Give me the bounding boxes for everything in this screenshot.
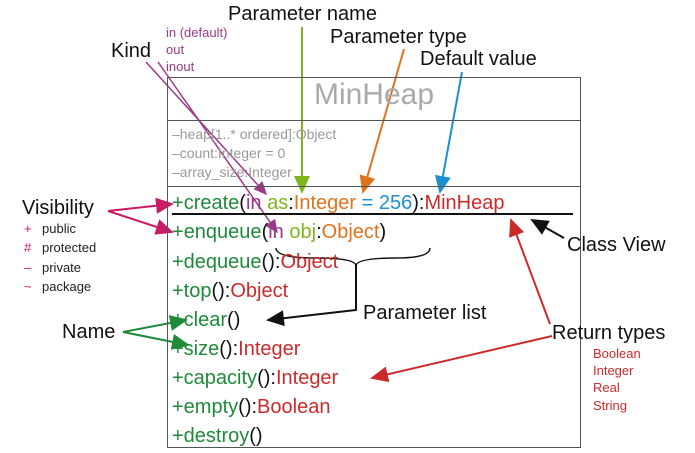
operation-top: +top():Object — [172, 279, 288, 303]
operation-empty: +empty():Boolean — [172, 395, 330, 419]
operation-name: +empty — [172, 396, 239, 418]
label-parameter-name: Parameter name — [228, 3, 377, 25]
visibility-symbol: # — [24, 240, 32, 255]
operation-parens: (): — [219, 338, 239, 360]
visibility-protected: # protected — [24, 240, 96, 255]
return-type-real: Real — [593, 380, 620, 395]
operation-size: +size():Integer — [172, 337, 300, 361]
class-view-arrow — [530, 219, 565, 239]
create-name: create — [183, 192, 240, 214]
operation-return: Boolean — [257, 396, 331, 418]
operation-return: Integer — [238, 338, 301, 360]
operation-name: +size — [172, 338, 220, 360]
operation-parens: () — [249, 425, 263, 447]
create-default: 256 — [378, 192, 413, 214]
parameter-list-arrow — [266, 264, 357, 327]
operation-return: Object — [280, 251, 339, 273]
operation-parens: () — [227, 309, 241, 331]
label-default-value: Default value — [420, 48, 537, 70]
label-visibility: Visibility — [22, 197, 94, 219]
return-type-arrow-1 — [509, 218, 551, 325]
label-parameter-list: Parameter list — [363, 302, 487, 324]
operation-parens: (): — [238, 396, 258, 418]
kind-arrow-2 — [157, 61, 278, 234]
kind-option-out: out — [166, 42, 185, 57]
enqueue-close: ) — [379, 221, 387, 243]
return-type-string: String — [593, 398, 627, 413]
enqueue-visibility: + — [172, 221, 184, 243]
operation-create: +create(in as:Integer = 256):MinHeap — [172, 191, 504, 215]
enqueue-kind: in — [268, 221, 284, 243]
create-kind: in — [245, 192, 262, 214]
visibility-private: –private — [24, 260, 81, 275]
create-visibility: + — [172, 192, 184, 214]
create-colon: : — [288, 192, 294, 214]
operation-name: +destroy — [172, 425, 250, 447]
enqueue-param-type: Object — [321, 221, 380, 243]
create-param-type: Integer — [293, 192, 357, 214]
create-open: ( — [239, 192, 246, 214]
visibility-arrow-2 — [107, 210, 174, 235]
operation-dequeue: +dequeue():Object — [172, 250, 338, 274]
visibility-label: package — [42, 279, 92, 294]
create-close: ): — [412, 192, 425, 214]
operation-clear: +clear() — [172, 308, 240, 332]
enqueue-name: enqueue — [183, 221, 262, 243]
create-param-name: as — [267, 192, 289, 214]
label-name: Name — [62, 321, 116, 343]
operation-name: +capacity — [172, 367, 258, 389]
visibility-label: protected — [42, 240, 97, 255]
visibility-arrow-1 — [107, 197, 174, 214]
visibility-public: + public — [24, 221, 76, 236]
name-divider — [167, 120, 581, 121]
create-eq: = — [356, 192, 379, 214]
attribute-heap: –heap[1..* ordered]:Object — [172, 126, 337, 142]
operation-destroy: +destroy() — [172, 424, 263, 448]
operation-parens: (): — [261, 251, 281, 273]
operation-name: +clear — [172, 309, 228, 331]
create-return: MinHeap — [424, 192, 505, 214]
kind-option-inout: inout — [166, 59, 195, 74]
visibility-symbol: – — [24, 260, 32, 275]
attributes-divider — [167, 186, 581, 187]
kind-option-in: in (default) — [166, 25, 228, 40]
label-return-types: Return types — [552, 322, 666, 344]
visibility-package: ~ package — [24, 279, 91, 294]
operation-parens: (): — [257, 367, 276, 389]
label-parameter-type: Parameter type — [330, 26, 467, 48]
kind-arrow-1 — [145, 61, 268, 196]
operation-return: Object — [230, 280, 289, 302]
attribute-array-size: –array_size:Integer — [172, 164, 292, 180]
return-type-integer: Integer — [593, 363, 634, 378]
operation-return: Integer — [275, 367, 339, 389]
return-type-boolean: Boolean — [593, 346, 641, 361]
visibility-label: public — [42, 221, 76, 236]
default-value-arrow — [435, 71, 463, 194]
class-name: MinHeap — [313, 78, 435, 111]
return-type-arrow-2 — [370, 335, 553, 383]
class-box — [167, 77, 581, 448]
visibility-symbol: + — [24, 221, 32, 236]
enqueue-param-name: obj — [289, 221, 317, 243]
operation-enqueue: +enqueue(in obj:Object) — [172, 220, 386, 244]
enqueue-open: ( — [261, 221, 269, 243]
operation-capacity: +capacity():Integer — [172, 366, 338, 390]
create-underline — [172, 213, 573, 215]
visibility-symbol: ~ — [24, 279, 32, 294]
attribute-count: –count:Integer = 0 — [172, 145, 286, 161]
operation-name: +dequeue — [172, 251, 262, 273]
operation-name: +top — [172, 280, 212, 302]
operation-parens: (): — [211, 280, 231, 302]
enqueue-colon: : — [316, 221, 322, 243]
visibility-label: private — [42, 260, 82, 275]
name-arrow-2 — [122, 331, 190, 350]
name-arrow-1 — [122, 315, 188, 333]
label-class-view: Class View — [567, 234, 666, 256]
label-kind: Kind — [111, 40, 152, 62]
